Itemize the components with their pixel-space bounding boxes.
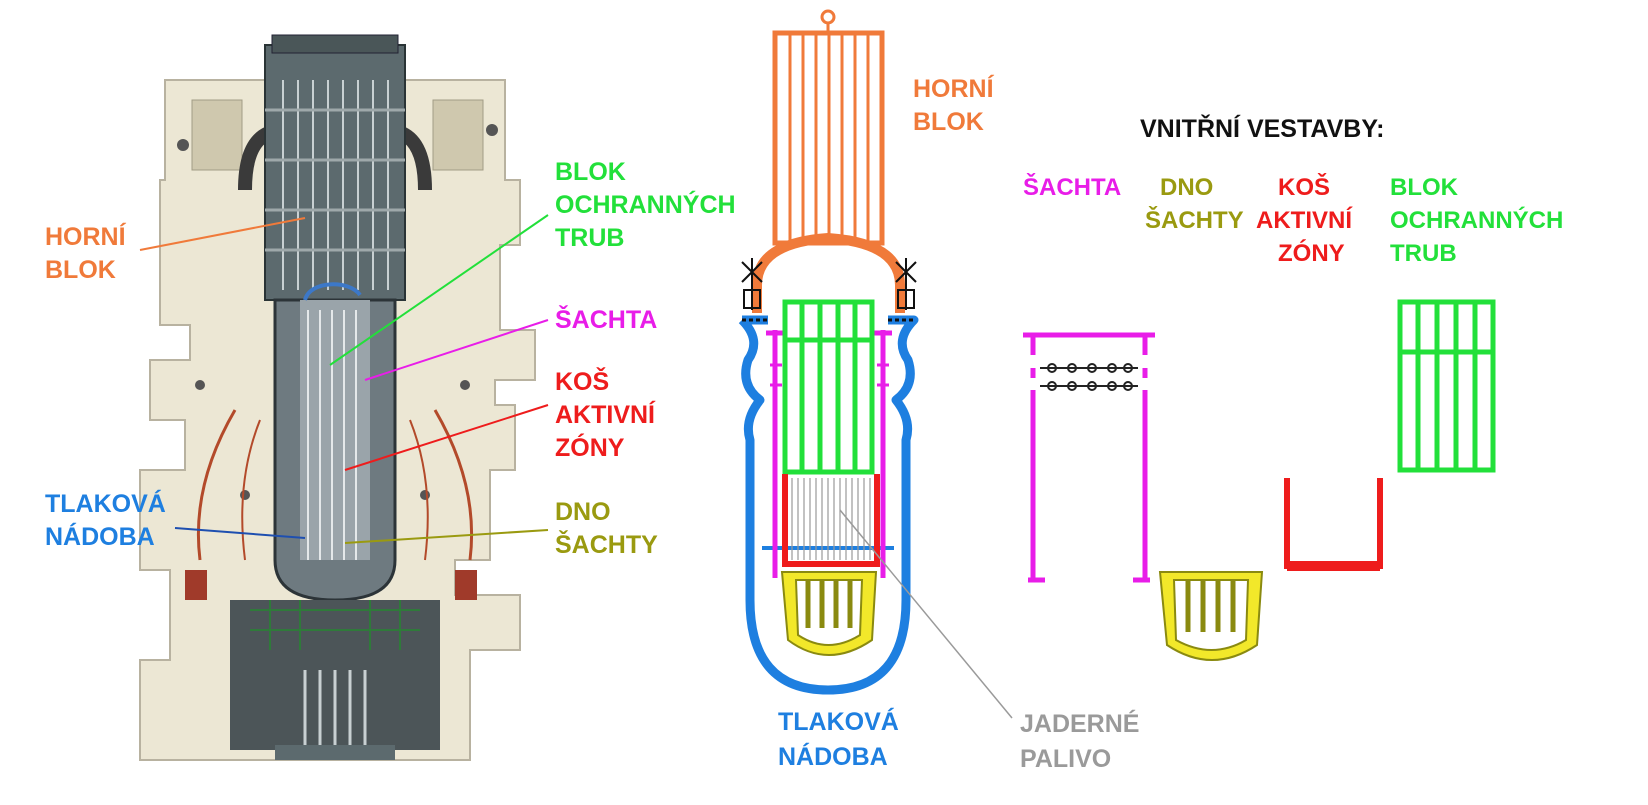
- leader-fuel: [839, 509, 1013, 719]
- cutaway-label-shaft-bottom: DNO ŠACHTY: [555, 498, 658, 559]
- internals-shaft-bottom-drawing: [1158, 571, 1264, 661]
- schematic-shaft-bottom: [780, 571, 878, 656]
- cutaway-label-core-basket: KOŠ AKTIVNÍ ZÓNY: [555, 366, 662, 462]
- reactor-schematic: [738, 9, 1013, 719]
- internals-guide-tubes-drawing: [1397, 299, 1496, 473]
- leader-shaft-bottom: [344, 529, 549, 544]
- internals-shaft-drawing: [1023, 332, 1155, 583]
- schematic-label-upper-block: HORNÍ BLOK: [913, 74, 1001, 136]
- cutaway-leader-lines: [139, 214, 549, 544]
- internals-label-shaft-bottom: DNO ŠACHTY: [1145, 174, 1244, 234]
- internals-core-basket-drawing: [1284, 478, 1383, 571]
- cutaway-label-shaft: ŠACHTA: [555, 304, 657, 334]
- internals-label-shaft: ŠACHTA: [1023, 173, 1121, 201]
- leader-core-basket: [344, 404, 549, 471]
- leader-pressure-vessel: [174, 527, 306, 539]
- cutaway-label-upper-block: HORNÍ BLOK: [45, 222, 133, 284]
- internals-label-guide-tubes: BLOK OCHRANNÝCH TRUB: [1390, 174, 1570, 267]
- schematic-upper-block: [752, 9, 905, 313]
- internals-label-core-basket: KOŠ AKTIVNÍ ZÓNY: [1256, 173, 1359, 267]
- cutaway-label-pressure-vessel: TLAKOVÁ NÁDOBA: [45, 489, 173, 551]
- schematic-label-fuel: JADERNÉ PALIVO: [1020, 709, 1146, 773]
- internals-heading: VNITŘNÍ VESTAVBY:: [1140, 113, 1384, 143]
- leader-shaft: [364, 319, 549, 381]
- reactor-cutaway-illustration: [139, 34, 536, 761]
- leader-guide-tubes: [329, 214, 549, 366]
- leader-upper-block: [139, 217, 306, 251]
- schematic-core-basket: [782, 474, 880, 567]
- schematic-label-pressure-vessel: TLAKOVÁ NÁDOBA: [778, 707, 906, 771]
- flange-bolts: [741, 258, 917, 310]
- cutaway-label-guide-tubes: BLOK OCHRANNÝCH TRUB: [555, 158, 743, 252]
- schematic-guide-tubes: [782, 299, 875, 475]
- upper-block-drives: [264, 44, 406, 301]
- schematic-shaft: [766, 330, 892, 578]
